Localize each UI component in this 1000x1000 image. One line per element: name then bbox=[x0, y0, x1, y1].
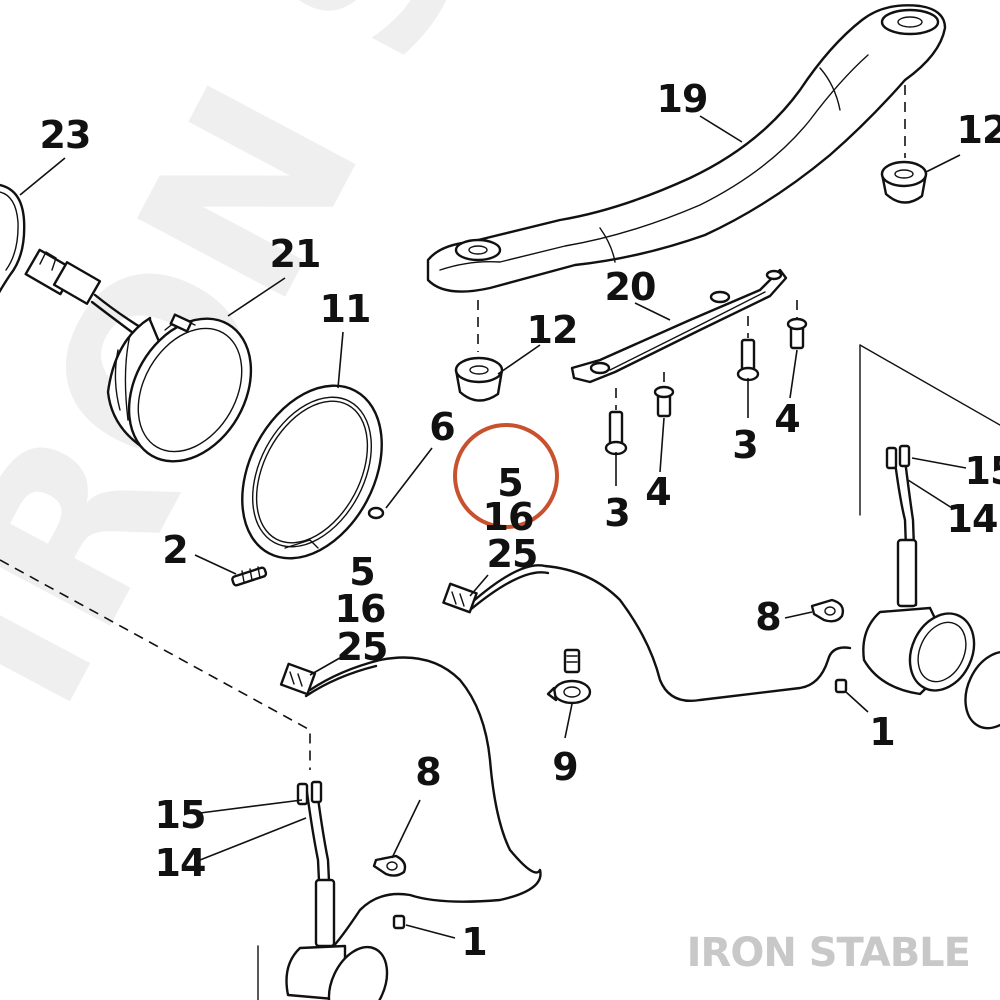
callout-3-left: 3 bbox=[604, 491, 629, 535]
callout-12-right: 12 bbox=[957, 108, 1000, 152]
leader-lines bbox=[19, 115, 967, 939]
callout-3-right: 3 bbox=[732, 423, 757, 467]
callout-12-left: 12 bbox=[527, 308, 578, 352]
callout-15-right: 15 bbox=[965, 449, 1000, 493]
callout-9: 9 bbox=[552, 745, 577, 789]
part-12-grommet-left bbox=[454, 356, 504, 402]
callout-16-lower: 16 bbox=[335, 587, 386, 631]
assembly-line-screws bbox=[615, 300, 798, 410]
part-8-clamp-right bbox=[810, 598, 845, 623]
callout-15-left: 15 bbox=[155, 793, 206, 837]
harness-left bbox=[279, 656, 542, 952]
callout-14-left: 14 bbox=[155, 841, 206, 885]
part-23-harness bbox=[0, 183, 26, 294]
turn-signal-left bbox=[0, 559, 406, 1000]
callout-1-right: 1 bbox=[869, 710, 894, 754]
callout-23: 23 bbox=[40, 113, 91, 157]
callout-16-upper: 16 bbox=[483, 495, 534, 539]
part-8-clamp-left bbox=[372, 854, 407, 877]
part-9-clamp bbox=[546, 648, 592, 705]
callout-14-right: 14 bbox=[947, 497, 998, 541]
callout-25-lower: 25 bbox=[337, 625, 388, 669]
callout-20: 20 bbox=[605, 265, 656, 309]
callout-4-right: 4 bbox=[774, 397, 799, 441]
part-3-screw-b bbox=[736, 338, 760, 382]
callout-labels: 23 21 11 6 2 12 12 19 20 3 4 3 4 5 16 25… bbox=[40, 77, 1000, 964]
callout-4-left: 4 bbox=[645, 470, 670, 514]
callout-21: 21 bbox=[270, 232, 321, 276]
callout-25-upper: 25 bbox=[487, 532, 538, 576]
part-4-screw-a bbox=[653, 385, 675, 418]
callout-11: 11 bbox=[320, 287, 371, 331]
callout-5-lower: 5 bbox=[349, 550, 374, 594]
callout-2: 2 bbox=[162, 528, 187, 572]
turn-signal-right bbox=[834, 344, 1000, 730]
part-4-screw-b bbox=[786, 317, 808, 350]
part-2-screw bbox=[231, 566, 268, 587]
part-20-plate bbox=[570, 268, 788, 384]
callout-8-right: 8 bbox=[755, 595, 780, 639]
part-11-trim-ring bbox=[241, 384, 383, 560]
part-12-grommet-right bbox=[880, 160, 928, 204]
callout-19: 19 bbox=[657, 77, 708, 121]
callout-8-left: 8 bbox=[415, 750, 440, 794]
brand-watermark: IRON STABLE bbox=[686, 930, 971, 976]
part-3-screw-a bbox=[604, 410, 628, 456]
callout-6: 6 bbox=[429, 405, 454, 449]
highlight-circle bbox=[453, 423, 559, 529]
callout-5-highlighted: 5 bbox=[497, 461, 522, 505]
part-21-headlamp bbox=[24, 248, 253, 463]
callout-1-left: 1 bbox=[461, 920, 486, 964]
harness-right bbox=[442, 564, 852, 702]
part-19-bracket bbox=[426, 4, 947, 293]
part-6-nut bbox=[367, 506, 385, 520]
